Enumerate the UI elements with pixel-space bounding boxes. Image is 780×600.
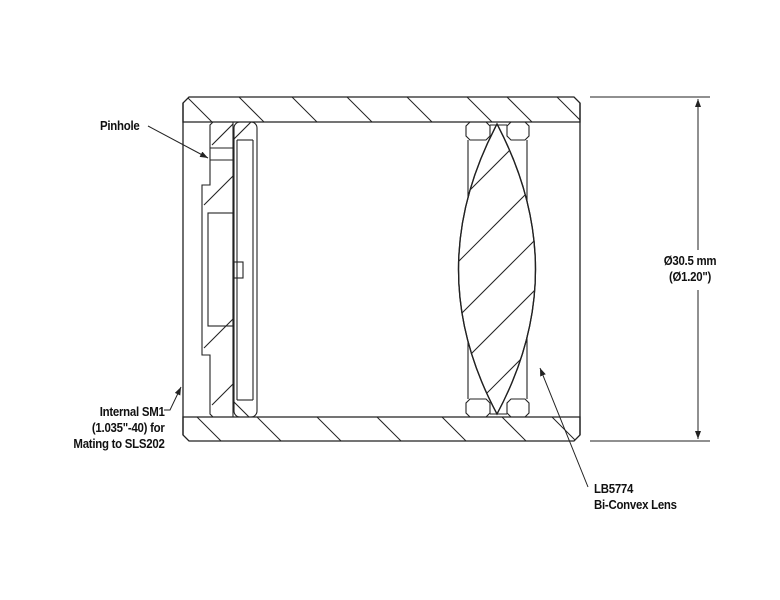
pinhole-label: Pinhole: [100, 118, 140, 133]
retaining-ring: [233, 121, 258, 418]
bi-convex-lens: [457, 122, 537, 416]
lens-leader: [539, 367, 589, 488]
internal-thread-line-1: Internal SM1: [100, 404, 165, 419]
pinhole-plate: [201, 121, 234, 418]
housing-top-wall: [182, 96, 581, 123]
internal-thread-label: Internal SM1 (1.035"-40) for Mating to S…: [74, 404, 165, 452]
diameter-dimension: [590, 96, 710, 442]
diameter-mm: Ø30.5 mm: [663, 253, 717, 268]
pinhole-leader: [147, 125, 209, 159]
diameter-inch: (Ø1.20"): [668, 269, 712, 284]
diameter-label: Ø30.5 mm (Ø1.20"): [646, 253, 734, 285]
thread-leader: [164, 386, 182, 411]
housing-bottom-wall: [182, 416, 581, 442]
lens-label: LB5774 Bi-Convex Lens: [594, 481, 677, 513]
lens-description: Bi-Convex Lens: [594, 497, 677, 512]
lens-part-number: LB5774: [594, 481, 634, 496]
internal-thread-line-2: (1.035"-40) for: [92, 420, 165, 435]
internal-thread-line-3: Mating to SLS202: [73, 436, 165, 451]
